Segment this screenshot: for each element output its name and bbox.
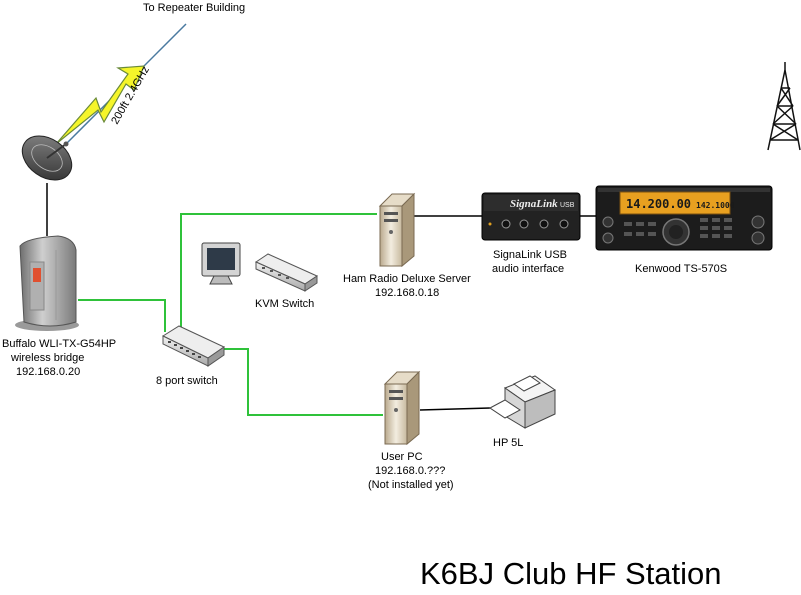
userpc-label-name: User PC (381, 451, 423, 463)
ethernet-switch-icon (161, 325, 226, 367)
bridge-label-ip: 192.168.0.20 (16, 366, 80, 378)
signalink-model: USB (560, 202, 575, 209)
radio-freq-sub: 142.1000 (696, 201, 735, 210)
antenna-tower-icon (767, 62, 801, 151)
kvm-switch-icon (254, 253, 319, 292)
signalink-interface-icon: SignaLink USB (481, 192, 581, 241)
user-pc-icon (383, 370, 421, 446)
wireless-link: To Repeater Building 200ft 2.4GHz (55, 2, 245, 145)
cable-switch-to-server (180, 213, 377, 328)
radio-label: Kenwood TS-570S (635, 263, 727, 275)
kvm-label: KVM Switch (255, 298, 314, 310)
cable-switch-to-userpc (213, 348, 383, 416)
radio-freq-main: 14.200.00 (626, 197, 691, 211)
dish-antenna-icon (21, 135, 73, 181)
cable-bridge-to-switch (78, 299, 166, 332)
userpc-label-ip: 192.168.0.??? (375, 465, 445, 477)
server-label-ip: 192.168.0.18 (375, 287, 439, 299)
signalink-label-name: SignaLink USB (493, 249, 567, 261)
printer-label: HP 5L (493, 437, 523, 449)
signalink-brand: SignaLink (510, 198, 558, 210)
wireless-bridge-icon (15, 235, 79, 331)
bridge-label-type: wireless bridge (10, 352, 84, 364)
printer-icon (489, 375, 557, 429)
other-cables (46, 183, 596, 411)
monitor-icon (201, 242, 241, 285)
server-label-name: Ham Radio Deluxe Server (343, 273, 471, 285)
cable-userpc-to-printer (419, 407, 491, 411)
transceiver-icon: 14.200.00 142.1000 (595, 185, 773, 251)
lightning-icon (55, 65, 145, 145)
signalink-label-type: audio interface (492, 263, 564, 275)
userpc-label-status: (Not installed yet) (368, 479, 454, 491)
diagram-title: K6BJ Club HF Station (420, 556, 722, 591)
server-pc-icon (378, 192, 416, 268)
bridge-label-model: Buffalo WLI-TX-G54HP (2, 338, 116, 350)
ethernet-cables (78, 213, 383, 416)
switch-label: 8 port switch (156, 375, 218, 387)
repeater-building-label: To Repeater Building (143, 2, 245, 14)
